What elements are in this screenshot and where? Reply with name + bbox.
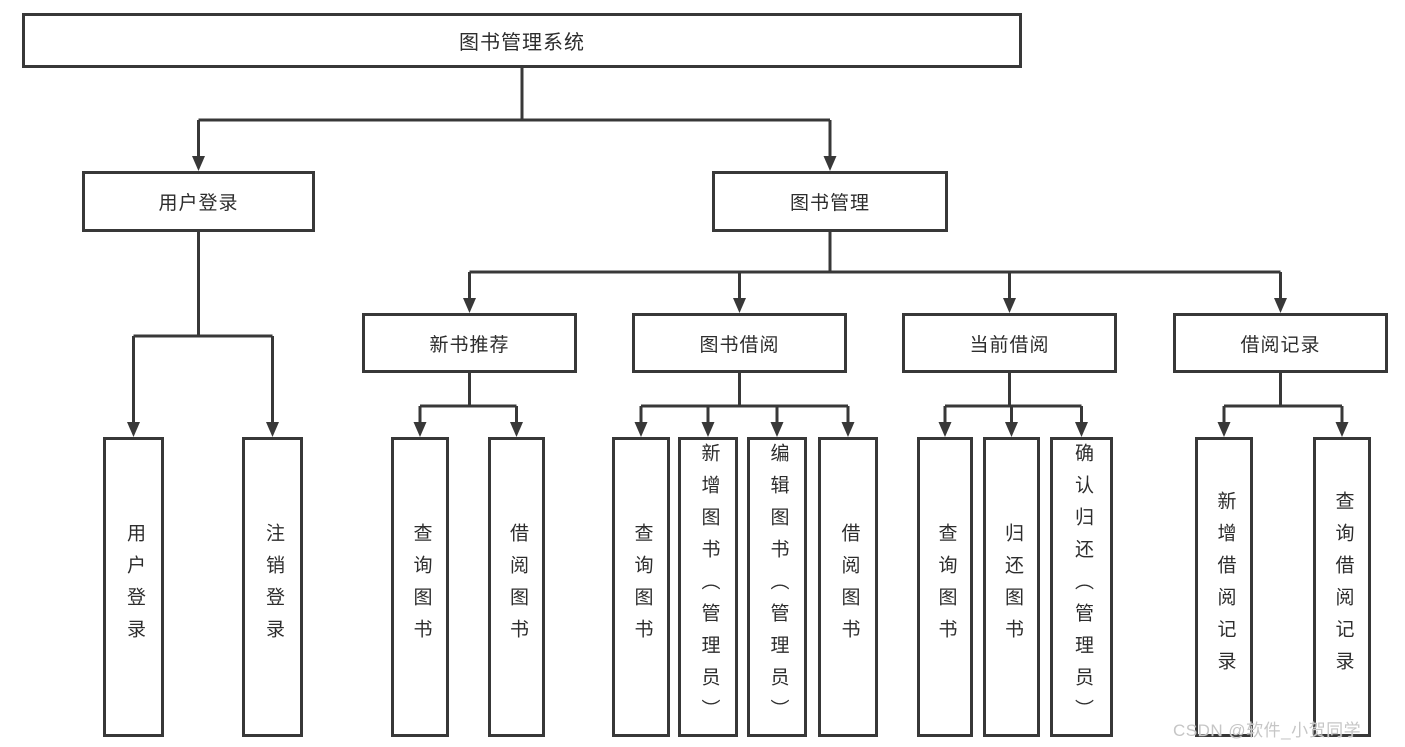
leaf-query-books-recommend-label: 查询图书 [410,523,432,651]
box-borrowing-records: 借阅记录 [1173,313,1388,373]
leaf-borrow-books-recommend-label: 借阅图书 [506,523,528,651]
box-new-book-recommendation: 新书推荐 [362,313,577,373]
csdn-watermark: CSDN @软件_小贺同学 [1173,721,1362,740]
box-user-login: 用户登录 [82,171,315,232]
box-new-book-recommendation-label: 新书推荐 [429,334,510,356]
box-book-borrowing: 图书借阅 [632,313,847,373]
box-system-root: 图书管理系统 [22,13,1022,68]
leaf-add-book-admin: 新增图书（管理员） [678,437,738,737]
leaf-logout-label: 注销登录 [262,523,284,651]
leaf-query-books-borrow-label: 查询图书 [631,523,653,651]
box-user-login-label: 用户登录 [158,193,239,214]
box-book-borrowing-label: 图书借阅 [699,334,780,356]
leaf-borrow-books: 借阅图书 [818,437,878,737]
leaf-edit-book-admin: 编辑图书（管理员） [747,437,807,737]
leaf-add-book-admin-label: 新增图书（管理员） [698,443,720,731]
leaf-return-books: 归还图书 [983,437,1040,737]
leaf-confirm-return-admin-label: 确认归还（管理员） [1071,443,1093,731]
leaf-add-borrow-record-label: 新增借阅记录 [1214,491,1236,683]
leaf-query-books-current: 查询图书 [917,437,973,737]
box-current-borrowing-label: 当前借阅 [969,334,1050,356]
leaf-query-borrow-record: 查询借阅记录 [1313,437,1371,737]
leaf-edit-book-admin-label: 编辑图书（管理员） [767,443,789,731]
leaf-return-books-label: 归还图书 [1001,523,1023,651]
box-book-management-label: 图书管理 [789,193,870,214]
leaf-logout: 注销登录 [242,437,303,737]
box-current-borrowing: 当前借阅 [902,313,1117,373]
box-system-root-label: 图书管理系统 [459,32,585,54]
leaf-add-borrow-record: 新增借阅记录 [1195,437,1253,737]
box-book-management: 图书管理 [712,171,948,232]
leaf-user-login: 用户登录 [103,437,164,737]
box-borrowing-records-label: 借阅记录 [1240,334,1321,356]
leaf-borrow-books-recommend: 借阅图书 [488,437,545,737]
leaf-query-books-recommend: 查询图书 [391,437,449,737]
leaf-query-borrow-record-label: 查询借阅记录 [1332,491,1354,683]
leaf-confirm-return-admin: 确认归还（管理员） [1050,437,1113,737]
leaf-user-login-label: 用户登录 [123,523,145,651]
leaf-borrow-books-label: 借阅图书 [838,523,860,651]
leaf-query-books-current-label: 查询图书 [935,523,957,651]
leaf-query-books-borrow: 查询图书 [612,437,670,737]
